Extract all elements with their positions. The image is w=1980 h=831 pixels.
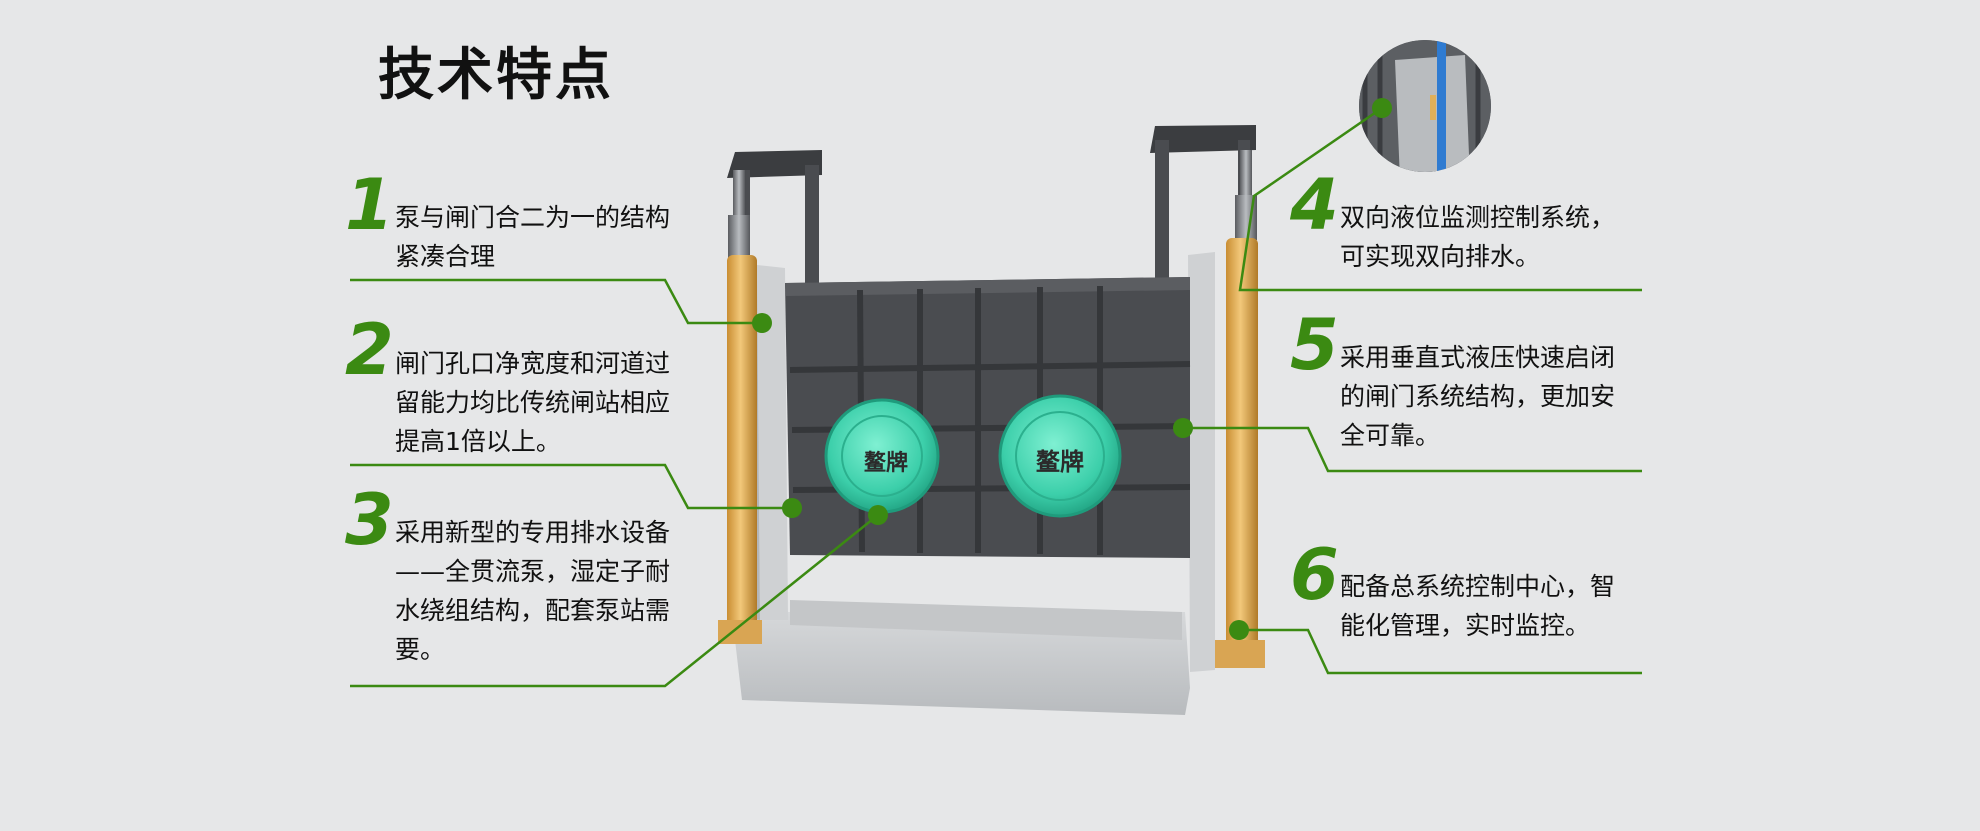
feature-4-number: 4 [1290,164,1339,246]
feature-3-line-2: ——全贯流泵，湿定子耐 [395,557,671,586]
feature-4-line-2: 可实现双向排水。 [1340,242,1541,271]
right-pier [1188,252,1215,672]
feature-2-text: 闸门孔口净宽度和河道过 留能力均比传统闸站相应 提高1倍以上。 [395,344,670,461]
feature-5-line-1: 采用垂直式液压快速启闭 [1340,343,1616,372]
right-hydraulic-cylinder [1215,150,1265,668]
callout-lines [350,106,1642,688]
pump-brand-left: 鳌牌 [864,450,908,476]
feature-6-number: 6 [1290,534,1339,616]
feature-5-number: 5 [1290,304,1339,386]
feature-5-text: 采用垂直式液压快速启闭 的闸门系统结构，更加安 全可靠。 [1340,338,1615,455]
pump-right: 鳌牌 [998,394,1122,518]
feature-1-text: 泵与闸门合二为一的结构 紧凑合理 [395,198,670,276]
feature-3-line-4: 要。 [395,635,446,664]
feature-6-text: 配备总系统控制中心，智 能化管理，实时监控。 [1340,567,1615,645]
feature-3-number: 3 [345,479,394,561]
feature-3-line-3: 水绕组结构，配套泵站需 [395,596,671,625]
feature-6-line-2: 能化管理，实时监控。 [1340,611,1591,640]
feature-3-line-1: 采用新型的专用排水设备 [395,518,671,547]
feature-1-line-1: 泵与闸门合二为一的结构 [395,203,671,232]
feature-5-line-2: 的闸门系统结构，更加安 [1340,382,1616,411]
feature-5-line-3: 全可靠。 [1340,421,1441,450]
pump-brand-right: 鳌牌 [1036,448,1084,476]
concrete-base [735,600,1190,715]
feature-2-line-1: 闸门孔口净宽度和河道过 [395,349,671,378]
feature-6-line-1: 配备总系统控制中心，智 [1340,572,1616,601]
page-title: 技术特点 [378,43,614,108]
feature-2-number: 2 [345,309,394,391]
left-hydraulic-cylinder [718,170,762,644]
feature-1-number: 1 [345,164,394,246]
pump-left: 鳌牌 [824,398,940,514]
feature-4-line-1: 双向液位监测控制系统， [1340,203,1616,232]
feature-3-text: 采用新型的专用排水设备 ——全贯流泵，湿定子耐 水绕组结构，配套泵站需 要。 [395,513,670,669]
feature-2-line-2: 留能力均比传统闸站相应 [395,388,671,417]
callout-dots [752,98,1392,640]
feature-1-line-2: 紧凑合理 [395,242,496,271]
feature-4-text: 双向液位监测控制系统， 可实现双向排水。 [1340,198,1615,276]
feature-2-line-3: 提高1倍以上。 [395,427,561,456]
